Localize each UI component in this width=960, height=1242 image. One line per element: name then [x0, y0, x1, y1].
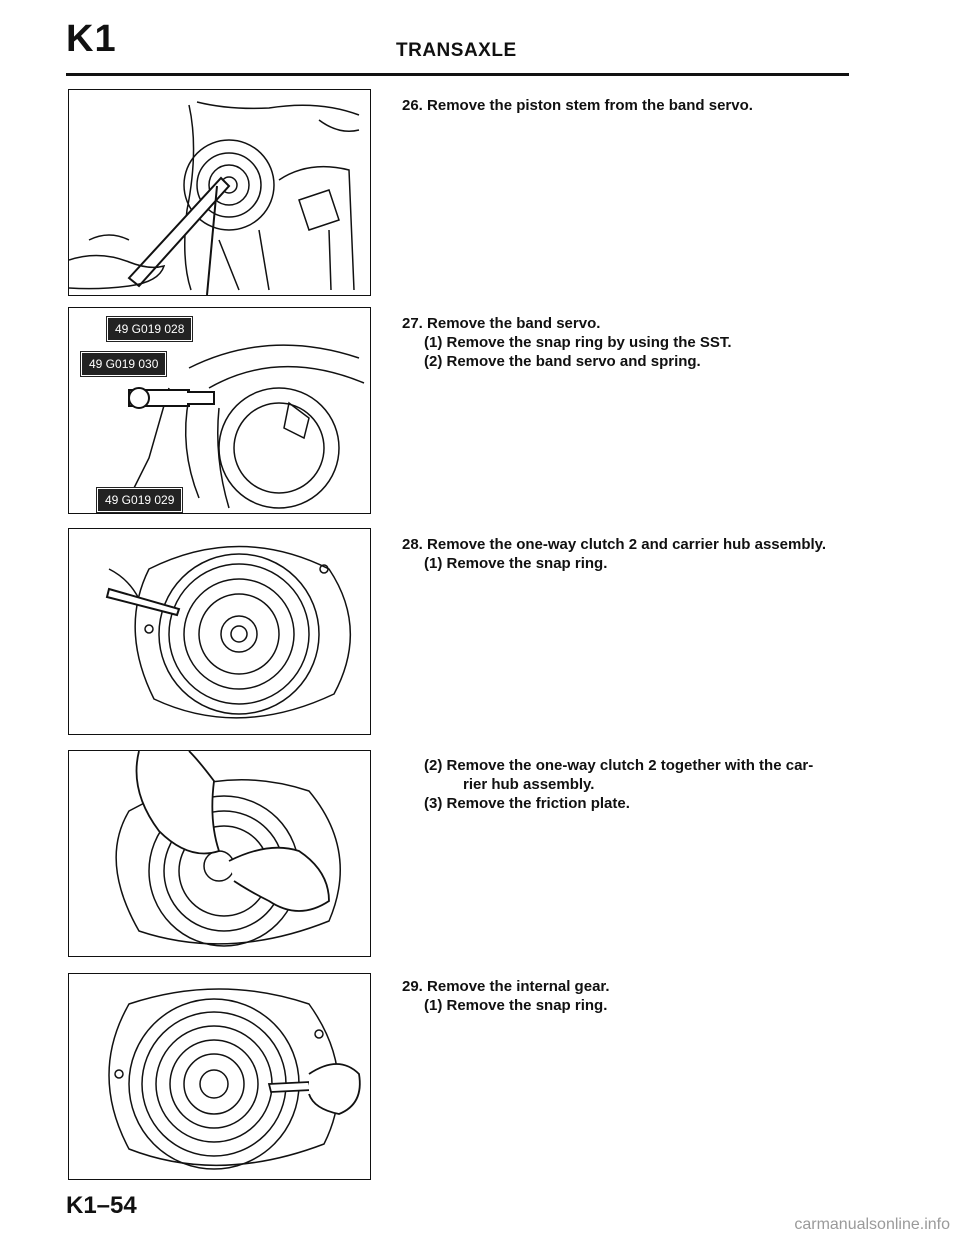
- step-substep: (1) Remove the snap ring.: [424, 555, 608, 572]
- step-substep: (1) Remove the snap ring.: [424, 997, 608, 1014]
- watermark: carmanualsonline.info: [794, 1216, 950, 1233]
- illustration-internal-gear: [108, 988, 361, 1170]
- step-28-continued: (2) Remove the one-way clutch 2 together…: [402, 756, 862, 813]
- sst-label: 49 G019 030: [79, 351, 168, 377]
- step-26: 26. Remove the piston stem from the band…: [402, 96, 862, 115]
- step-title: 26. Remove the piston stem from the band…: [402, 97, 753, 114]
- figure-internal-gear-snap-ring: [68, 973, 371, 1180]
- step-substep: (2) Remove the band servo and spring.: [424, 353, 701, 370]
- illustration-band-servo-sst: [128, 344, 365, 509]
- page-number: K1–54: [66, 1192, 137, 1219]
- section-code: K1: [66, 18, 117, 60]
- figure-snap-ring-clutch2: [68, 528, 371, 735]
- sst-label: 49 G019 029: [95, 487, 184, 513]
- page-title: TRANSAXLE: [396, 40, 517, 61]
- figure-clutch2-carrier-hub: [68, 750, 371, 957]
- step-title: 27. Remove the band servo.: [402, 315, 601, 332]
- figure-band-servo-removal: 49 G019 028 49 G019 030 49 G019 029: [68, 307, 371, 514]
- illustration-clutch-snap-ring: [105, 545, 351, 719]
- step-title: 29. Remove the internal gear.: [402, 978, 610, 995]
- header-rule: [66, 73, 849, 76]
- step-substep: (3) Remove the friction plate.: [424, 795, 630, 812]
- step-substep: (1) Remove the snap ring by using the SS…: [424, 334, 732, 351]
- illustration-band-servo-piston: [69, 101, 360, 295]
- step-29: 29. Remove the internal gear. (1) Remove…: [402, 977, 862, 1015]
- step-28: 28. Remove the one-way clutch 2 and carr…: [402, 535, 862, 573]
- step-title: 28. Remove the one-way clutch 2 and carr…: [402, 536, 827, 553]
- step-substep-continuation: rier hub assembly.: [463, 776, 595, 793]
- figure-piston-stem-removal: [68, 89, 371, 296]
- step-substep: (2) Remove the one-way clutch 2 together…: [424, 757, 814, 774]
- illustration-hands-clutch-removal: [115, 751, 341, 947]
- step-27: 27. Remove the band servo. (1) Remove th…: [402, 314, 862, 371]
- sst-label: 49 G019 028: [105, 316, 194, 342]
